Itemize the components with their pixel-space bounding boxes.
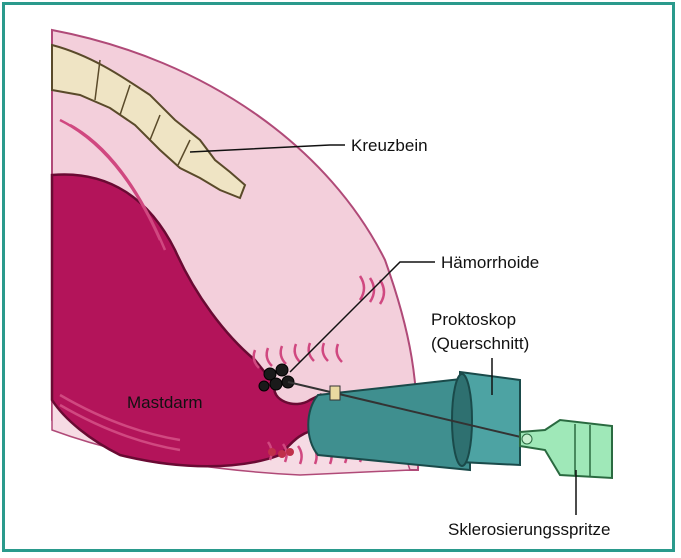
needle-collar: [330, 386, 340, 400]
label-mastdarm: Mastdarm: [127, 393, 203, 412]
syringe: [520, 420, 612, 478]
label-haemorrhoide: Hämorrhoide: [441, 253, 539, 272]
label-proktoskop-line2: (Querschnitt): [431, 334, 529, 353]
label-spritze: Sklerosierungsspritze: [448, 520, 611, 539]
label-kreuzbein: Kreuzbein: [351, 136, 428, 155]
label-proktoskop-line1: Proktoskop: [431, 310, 516, 329]
